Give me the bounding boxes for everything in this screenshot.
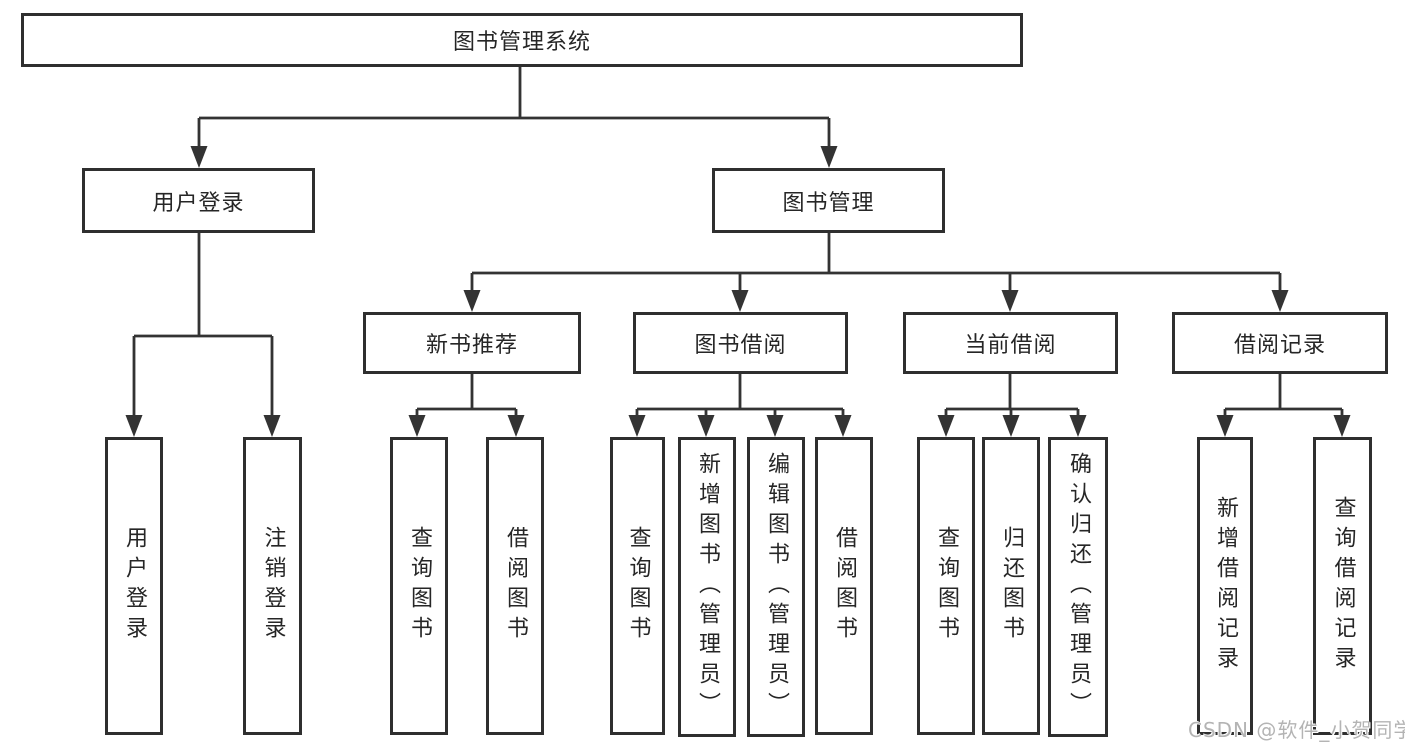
leaf-borrow-books: 借阅图书 <box>815 437 873 735</box>
csdn-watermark: CSDN @软件_小贺同学 <box>1188 718 1405 742</box>
leaf-add-borrow-record-label: 新增借阅记录 <box>1213 496 1238 676</box>
node-new-book-recommend-label: 新书推荐 <box>425 333 518 358</box>
node-root-label: 图书管理系统 <box>452 30 591 55</box>
leaf-borrow-books-recommend: 借阅图书 <box>486 437 544 735</box>
leaf-confirm-return-admin: 确认归还（管理员） <box>1048 437 1108 737</box>
leaf-logout: 注销登录 <box>243 437 302 735</box>
leaf-query-borrow-record-label: 查询借阅记录 <box>1330 496 1356 676</box>
leaf-query-borrow-record: 查询借阅记录 <box>1313 437 1372 735</box>
leaf-confirm-return-admin-label: 确认归还（管理员） <box>1066 452 1091 722</box>
leaf-edit-book-admin-label: 编辑图书（管理员） <box>764 452 789 722</box>
leaf-edit-book-admin: 编辑图书（管理员） <box>747 437 805 737</box>
leaf-query-books-recommend-label: 查询图书 <box>407 526 432 646</box>
node-borrowing-records-label: 借阅记录 <box>1233 333 1326 358</box>
node-book-management-label: 图书管理 <box>782 190 875 216</box>
node-book-borrowing-label: 图书借阅 <box>694 333 787 358</box>
node-book-management: 图书管理 <box>712 168 945 233</box>
leaf-logout-label: 注销登录 <box>260 526 286 646</box>
node-book-borrowing: 图书借阅 <box>633 312 848 374</box>
node-current-borrowing-label: 当前借阅 <box>964 333 1057 358</box>
leaf-add-book-admin: 新增图书（管理员） <box>678 437 736 737</box>
node-user-login-label: 用户登录 <box>152 190 245 216</box>
leaf-return-book: 归还图书 <box>982 437 1040 735</box>
connector-lines <box>132 66 1344 419</box>
arrowhead-icons <box>125 146 1351 437</box>
leaf-user-login: 用户登录 <box>105 437 163 735</box>
leaf-add-book-admin-label: 新增图书（管理员） <box>695 452 720 722</box>
leaf-borrow-books-label: 借阅图书 <box>832 526 857 646</box>
leaf-query-books-recommend: 查询图书 <box>390 437 448 735</box>
leaf-add-borrow-record: 新增借阅记录 <box>1197 437 1253 735</box>
leaf-query-books-current-label: 查询图书 <box>934 526 959 646</box>
leaf-query-books-borrow-label: 查询图书 <box>625 526 651 646</box>
node-new-book-recommend: 新书推荐 <box>363 312 581 374</box>
leaf-query-books-current: 查询图书 <box>917 437 975 735</box>
leaf-borrow-books-recommend-label: 借阅图书 <box>503 526 528 646</box>
leaf-return-book-label: 归还图书 <box>999 526 1024 646</box>
node-borrowing-records: 借阅记录 <box>1172 312 1388 374</box>
leaf-query-books-borrow: 查询图书 <box>610 437 665 735</box>
node-current-borrowing: 当前借阅 <box>903 312 1118 374</box>
node-root: 图书管理系统 <box>21 13 1023 67</box>
leaf-user-login-label: 用户登录 <box>122 526 147 646</box>
node-user-login: 用户登录 <box>82 168 315 233</box>
